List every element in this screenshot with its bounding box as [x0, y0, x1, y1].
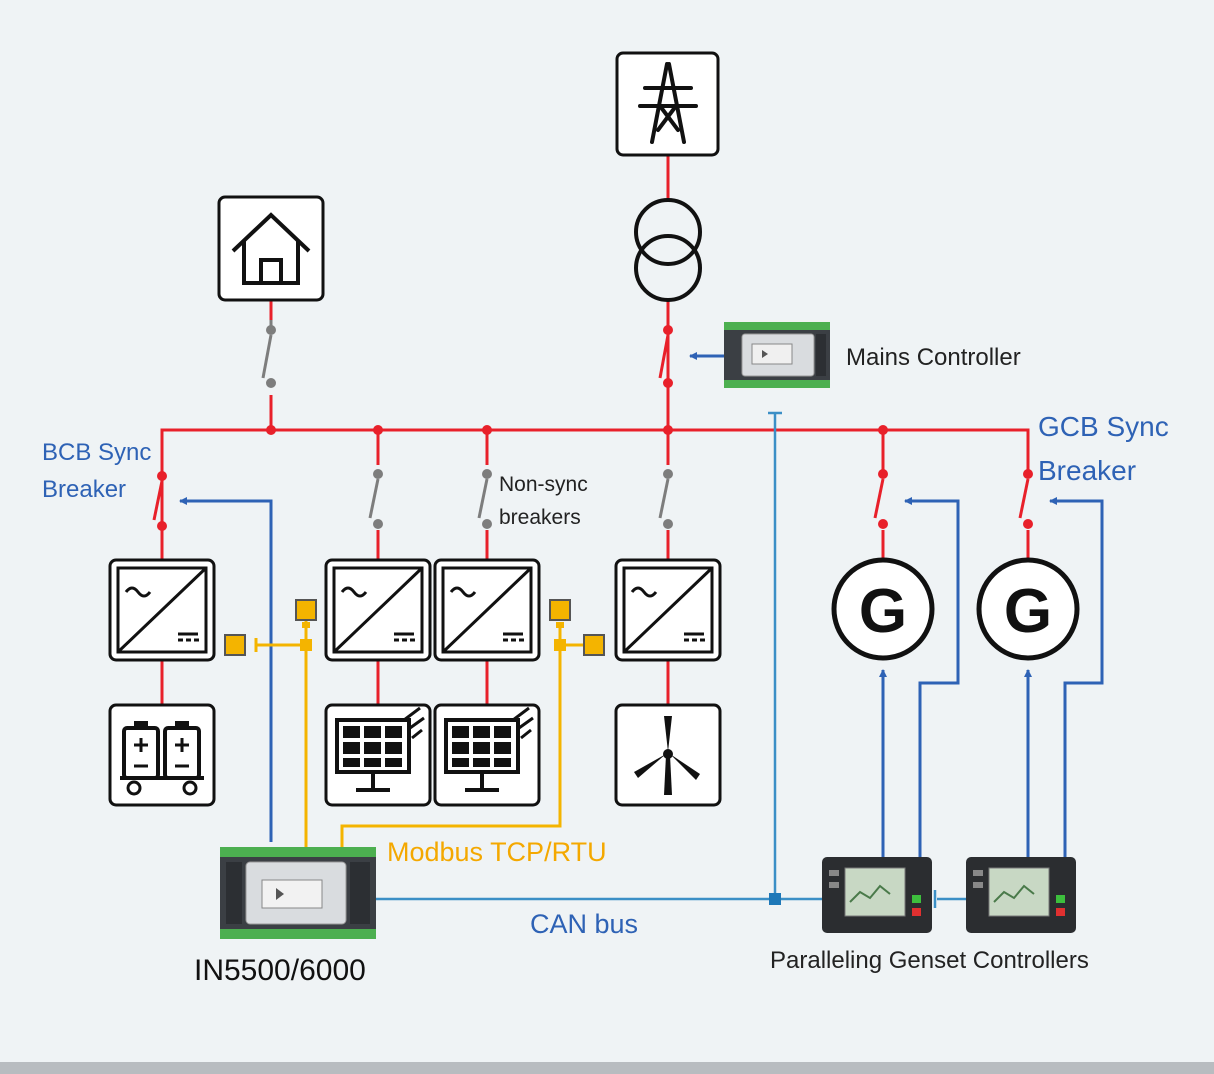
grid-breaker [658, 325, 673, 430]
bus-junctions [266, 425, 888, 435]
non-sync-breaker-pv1 [368, 469, 383, 529]
modbus-label: Modbus TCP/RTU [387, 837, 607, 867]
labels: BCB Sync Breaker GCB Sync Breaker Non-sy… [42, 344, 1169, 987]
main-controller-label: IN5500/6000 [194, 954, 366, 987]
inverter-icon-pv2 [433, 558, 541, 662]
gcb-sync-breaker-2 [1018, 469, 1033, 529]
bcb-label-line1: BCB Sync [42, 439, 151, 466]
genset-controller-device-icon-2 [966, 857, 1076, 933]
can-bus-label: CAN bus [530, 909, 638, 939]
genset-controller-device-icon-1 [822, 857, 932, 933]
can-bus-lines [374, 411, 966, 908]
mains-controller-label: Mains Controller [846, 344, 1021, 371]
generator-label-2: G [1004, 577, 1052, 646]
gcb-label-line2: Breaker [1038, 455, 1136, 486]
mains-controller-device-icon [724, 322, 830, 388]
main-controller-device-icon [220, 847, 376, 939]
modbus-lines [254, 614, 584, 847]
main-busbar [160, 428, 1030, 538]
bcb-label-line2: Breaker [42, 476, 126, 503]
wind-turbine-icon [614, 703, 722, 807]
non-sync-breaker-wind [658, 469, 673, 529]
non-sync-breaker-pv2 [477, 469, 492, 529]
load-breaker [261, 320, 276, 388]
transformer-icon [634, 198, 702, 302]
can-junction [769, 893, 781, 905]
inverter-icon-battery [108, 558, 216, 662]
bcb-sync-breaker [152, 471, 167, 531]
nonsync-label-line1: Non-sync [499, 473, 588, 496]
nonsync-label-line2: breakers [499, 506, 581, 529]
inverter-icon-pv1 [324, 558, 432, 662]
gcb-sync-breakers [873, 469, 1033, 529]
genset-controllers-label: Paralleling Genset Controllers [770, 947, 1089, 974]
transmission-tower-icon [615, 51, 720, 157]
house-icon [217, 195, 325, 302]
control-lines [179, 352, 1104, 857]
inverter-icon-wind [614, 558, 722, 662]
gcb-sync-breaker-1 [873, 469, 888, 529]
gcb-label-line1: GCB Sync [1038, 411, 1169, 442]
non-sync-breakers [368, 469, 673, 529]
generator-icon-1: G [831, 557, 935, 661]
solar-panel-icon-1 [324, 703, 432, 807]
solar-panel-icon-2 [433, 703, 541, 807]
generator-label-1: G [859, 577, 907, 646]
generator-icon-2: G [976, 557, 1080, 661]
bottom-bar [0, 1062, 1214, 1074]
modbus-nodes [224, 599, 605, 656]
battery-icon [108, 703, 216, 807]
